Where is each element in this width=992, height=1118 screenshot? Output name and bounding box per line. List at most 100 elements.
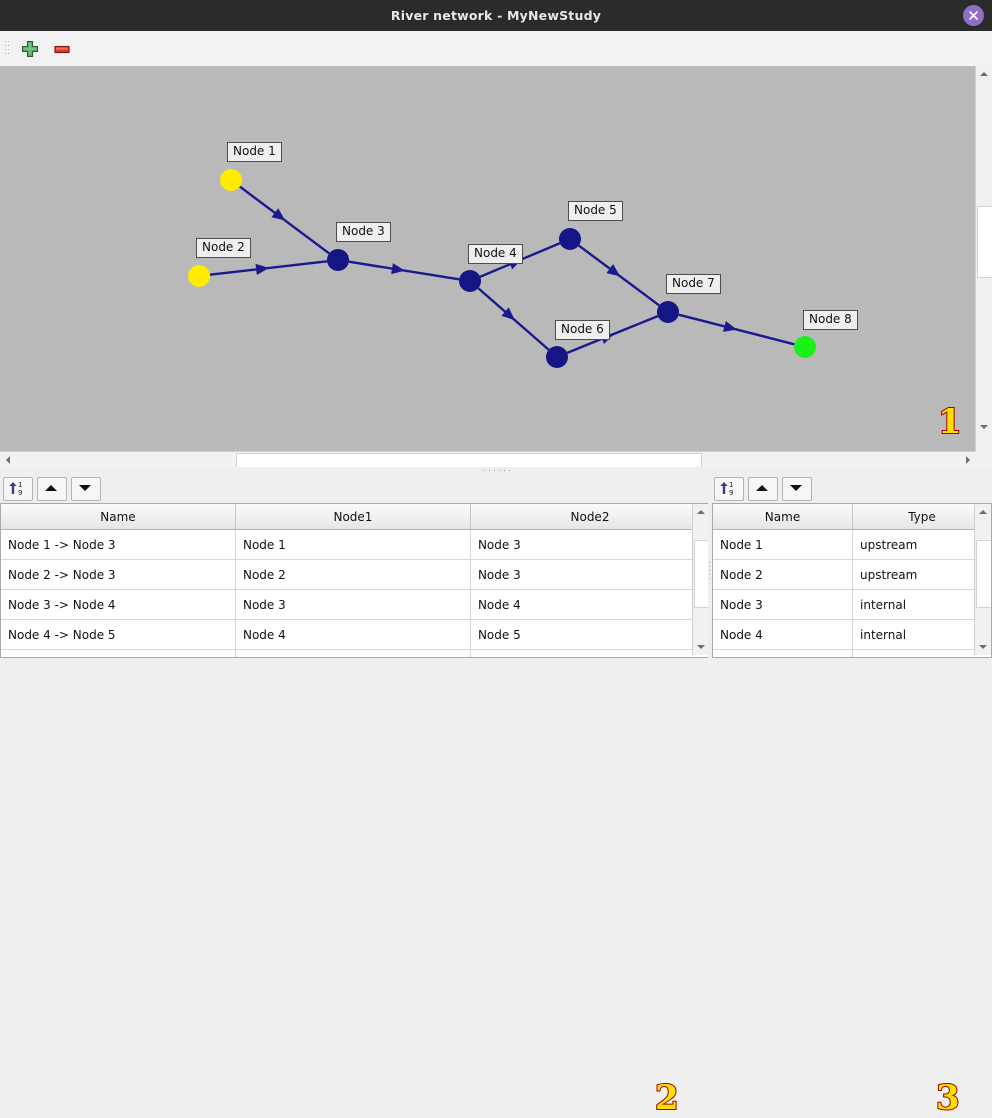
graph-edge-arrowhead — [271, 208, 286, 221]
table-cell-empty — [235, 649, 471, 657]
table-cell[interactable]: Node 3 -> Node 4 — [1, 589, 236, 620]
graph-node-label-node-4[interactable]: Node 4 — [468, 244, 523, 264]
scroll-left-arrow-icon[interactable] — [0, 452, 16, 468]
table-cell-empty — [1, 649, 236, 657]
graph-edge-arrowhead — [255, 263, 270, 275]
nodes-scroll-down-arrow-icon[interactable] — [975, 639, 991, 655]
reaches-scroll-down-arrow-icon[interactable] — [693, 639, 709, 655]
table-cell[interactable]: Node 4 — [470, 589, 709, 620]
arrow-down-icon[interactable] — [782, 477, 812, 501]
arrow-up-icon[interactable] — [37, 477, 67, 501]
table-cell[interactable]: internal — [852, 589, 991, 620]
table-cell-empty — [470, 650, 709, 658]
graph-node-node-5[interactable] — [559, 228, 581, 250]
nodes-vscroll-thumb[interactable] — [976, 540, 991, 608]
nodes-vertical-scrollbar[interactable] — [974, 504, 991, 655]
graph-node-label-node-2[interactable]: Node 2 — [196, 238, 251, 258]
nodes-scroll-up-arrow-icon[interactable] — [975, 504, 991, 520]
vertical-splitter[interactable] — [708, 474, 712, 676]
table-filler-row — [713, 649, 991, 657]
table-cell[interactable]: Node 4 — [713, 619, 854, 650]
annotation-3: 3 — [935, 1078, 961, 1118]
arrow-down-icon[interactable] — [71, 477, 101, 501]
table-cell[interactable]: upstream — [852, 529, 991, 560]
table-cell[interactable]: Node 2 — [713, 559, 854, 590]
table-cell[interactable]: Node 3 — [470, 529, 709, 560]
table-cell[interactable]: Node 1 — [235, 529, 471, 560]
reaches-vscroll-thumb[interactable] — [694, 540, 709, 608]
table-filler-row — [1, 649, 709, 658]
table-cell[interactable]: Node 2 -> Node 3 — [1, 559, 236, 590]
arrow-up-icon[interactable] — [748, 477, 778, 501]
table-cell[interactable]: Node 4 — [235, 619, 471, 650]
svg-text:9: 9 — [729, 489, 733, 497]
column-header-type[interactable]: Type — [852, 504, 991, 530]
scrollbar-corner — [976, 452, 992, 468]
table-cell[interactable]: Node 2 — [235, 559, 471, 590]
column-header-name[interactable]: Name — [713, 504, 854, 530]
graph-node-node-1[interactable] — [220, 169, 242, 191]
graph-node-label-node-6[interactable]: Node 6 — [555, 320, 610, 340]
table-cell[interactable]: Node 3 — [470, 559, 709, 590]
reaches-scroll-up-arrow-icon[interactable] — [693, 504, 709, 520]
annotation-1: 1 — [937, 402, 963, 442]
graph-node-node-8[interactable] — [794, 336, 816, 358]
graph-node-node-2[interactable] — [188, 265, 210, 287]
column-header-name[interactable]: Name — [1, 504, 236, 530]
title-bar: River network - MyNewStudy — [0, 0, 992, 31]
graph-node-label-node-3[interactable]: Node 3 — [336, 222, 391, 242]
table-cell[interactable]: internal — [852, 619, 991, 650]
graph-node-label-node-5[interactable]: Node 5 — [568, 201, 623, 221]
graph-node-label-node-7[interactable]: Node 7 — [666, 274, 721, 294]
graph-node-node-7[interactable] — [657, 301, 679, 323]
scroll-right-arrow-icon[interactable] — [960, 452, 976, 468]
close-icon[interactable] — [963, 5, 984, 26]
network-diagram-canvas[interactable]: Node 1 Node 2 Node 3 Node 4 Node 5 Node 6 Node… — [0, 66, 976, 452]
table-cell[interactable]: Node 1 -> Node 3 — [1, 529, 236, 560]
diagram-vertical-scrollbar[interactable] — [975, 66, 992, 452]
toolbar-grip[interactable] — [5, 41, 10, 57]
diagram-panel: Node 1 Node 2 Node 3 Node 4 Node 5 Node 6 Node… — [0, 66, 992, 469]
remove-minus-icon[interactable] — [51, 38, 73, 60]
diagram-vscroll-thumb[interactable] — [977, 206, 992, 278]
diagram-horizontal-scrollbar[interactable] — [0, 451, 976, 469]
table-cell[interactable]: Node 5 — [470, 619, 709, 650]
horizontal-splitter[interactable] — [0, 467, 992, 474]
table-cell[interactable]: Node 3 — [235, 589, 471, 620]
sort-ascending-icon[interactable]: 1 9 — [714, 477, 744, 501]
svg-text:1: 1 — [18, 481, 22, 489]
reaches-vertical-scrollbar[interactable] — [692, 504, 709, 655]
table-cell[interactable]: upstream — [852, 559, 991, 590]
table-cell[interactable]: Node 3 — [713, 589, 854, 620]
graph-node-node-4[interactable] — [459, 270, 481, 292]
scroll-up-arrow-icon[interactable] — [976, 66, 992, 82]
graph-node-node-6[interactable] — [546, 346, 568, 368]
add-plus-icon[interactable] — [19, 38, 41, 60]
table-cell[interactable]: Node 1 — [713, 529, 854, 560]
network-graph — [188, 169, 816, 368]
graph-node-label-node-8[interactable]: Node 8 — [803, 310, 858, 330]
table-cell[interactable]: Node 4 -> Node 5 — [1, 619, 236, 650]
sort-ascending-icon[interactable]: 1 9 — [3, 477, 33, 501]
scroll-down-arrow-icon[interactable] — [976, 419, 992, 435]
column-header-node1[interactable]: Node1 — [235, 504, 471, 530]
graph-node-label-node-1[interactable]: Node 1 — [227, 142, 282, 162]
graph-node-node-3[interactable] — [327, 249, 349, 271]
column-header-node2[interactable]: Node2 — [470, 504, 709, 530]
